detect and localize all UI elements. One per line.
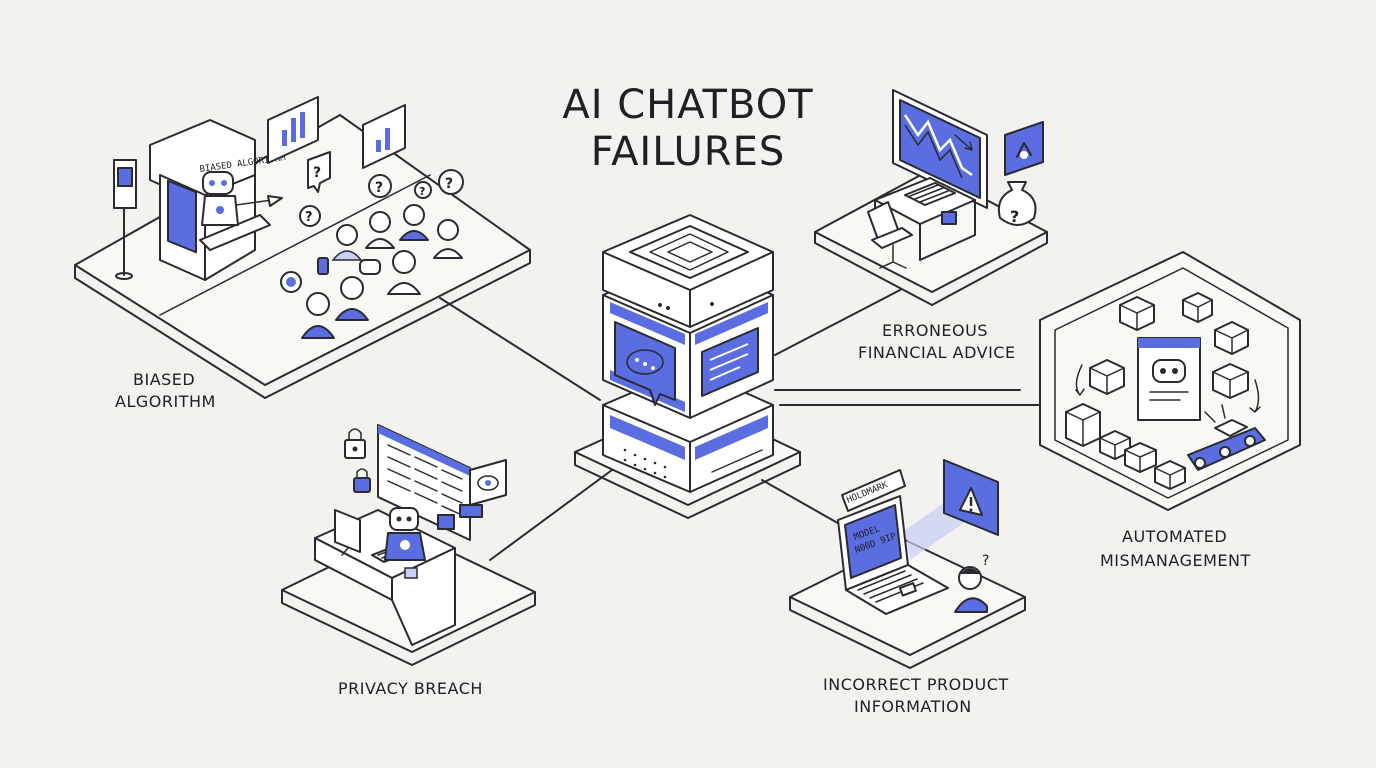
bar-chart-icon [267, 96, 319, 164]
label-automated-2: MISMANAGEMENT [1100, 551, 1251, 570]
connector-biased [439, 297, 601, 401]
financial-advice-scene: ? [814, 89, 1048, 306]
robot-icon [384, 507, 426, 579]
chat-bubble-icon [359, 259, 381, 275]
title-line-2: FAILURES [591, 129, 786, 175]
connectors [439, 289, 1041, 561]
robot-icon [201, 171, 283, 226]
person [387, 250, 421, 295]
server-top-face [629, 225, 749, 279]
person [399, 204, 429, 241]
biased-platform [74, 114, 531, 386]
lock-icon [344, 428, 366, 459]
lock-icon-2 [353, 468, 371, 493]
svg-text:?: ? [1010, 207, 1019, 226]
svg-text:?: ? [982, 553, 989, 569]
question-icon: ? [307, 151, 331, 193]
sign-post [113, 159, 137, 280]
label-privacy: PRIVACY BREACH [338, 679, 483, 698]
svg-text:?: ? [305, 210, 313, 225]
person [335, 276, 369, 321]
biased-platform-divider [159, 174, 431, 316]
conveyor-belt [1187, 404, 1266, 471]
document-icon [701, 327, 759, 397]
question-icon-3: ? [414, 181, 432, 199]
label-product-1: INCORRECT PRODUCT [823, 675, 1009, 694]
automated-mismanagement-scene [1039, 251, 1301, 511]
person [301, 292, 335, 339]
label-financial-2: FINANCIAL ADVICE [858, 343, 1016, 362]
privacy-breach-scene [281, 424, 536, 666]
vent-dots [623, 448, 667, 479]
question-icon-6 [317, 257, 329, 275]
chat-bubble-icon [614, 321, 676, 406]
connector-product [761, 479, 851, 531]
person [433, 219, 463, 259]
privacy-monitor [334, 509, 361, 553]
boxes [1065, 292, 1249, 490]
biased-algorithm-scene: BIASED ALGORITHM [74, 96, 531, 399]
data-chip [437, 514, 455, 530]
money-bag-icon: ? [997, 181, 1037, 226]
label-product-2: INFORMATION [854, 697, 972, 716]
money-question-icon [1004, 121, 1044, 176]
eye-icon [469, 459, 507, 506]
robot-icon [1137, 337, 1201, 421]
warning-icon [943, 459, 999, 536]
biased-platform-edge [74, 249, 531, 399]
booth: BIASED ALGORITHM [149, 119, 287, 281]
connector-privacy [489, 469, 613, 561]
person [365, 211, 395, 249]
svg-text:?: ? [375, 180, 383, 196]
label-biased-2: ALGORITHM [115, 392, 216, 411]
stock-monitor [892, 89, 988, 209]
access-card [459, 504, 483, 518]
label-biased-1: BIASED [133, 370, 195, 389]
person [280, 271, 302, 293]
person: ? [954, 553, 989, 613]
svg-text:?: ? [445, 176, 453, 192]
label-financial-1: ERRONEOUS [882, 321, 988, 340]
product-info-scene: HOLDMARK MODEL N00D 9IP ? [789, 459, 1026, 669]
question-icon-2: ? [368, 174, 392, 198]
bar-chart-icon-2 [362, 104, 406, 169]
data-screen [377, 424, 471, 541]
connector-financial [774, 289, 901, 356]
svg-text:?: ? [313, 165, 321, 181]
svg-text:?: ? [419, 185, 425, 198]
question-icon-5: ? [299, 205, 321, 227]
title-line-1: AI CHATBOT [562, 82, 813, 128]
crowd [280, 204, 463, 339]
person [331, 224, 363, 261]
label-automated-1: AUTOMATED [1122, 527, 1227, 546]
laptop: MODEL N00D 9IP [837, 495, 949, 615]
central-server [574, 214, 801, 519]
question-icon-4: ? [438, 169, 464, 195]
office-chair [867, 201, 913, 269]
